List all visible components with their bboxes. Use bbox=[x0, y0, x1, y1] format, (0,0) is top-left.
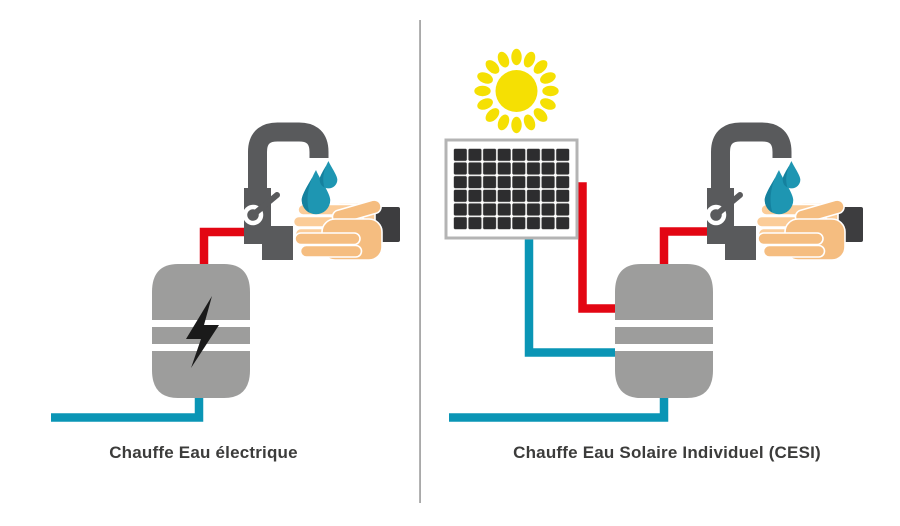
hot-pipe bbox=[659, 227, 708, 266]
right-diagram-caption: Chauffe Eau Solaire Individuel (CESI) bbox=[513, 443, 821, 462]
lightning-bolt-icon bbox=[186, 296, 219, 368]
solar-panel-icon bbox=[444, 138, 579, 240]
solar-tank-icon bbox=[615, 264, 713, 398]
electric-water-heater-scene bbox=[51, 132, 401, 422]
sun-icon bbox=[474, 48, 559, 134]
solar-water-heater-scene bbox=[444, 48, 864, 422]
vertical-divider bbox=[419, 20, 421, 503]
left-diagram-caption: Chauffe Eau électrique bbox=[109, 443, 298, 462]
cold-pipe bbox=[51, 396, 204, 422]
solar-hot-loop-pipe bbox=[575, 182, 616, 313]
hot-pipe bbox=[199, 227, 245, 266]
cold-pipe bbox=[449, 396, 669, 422]
solar-cold-loop-pipe bbox=[524, 237, 616, 357]
